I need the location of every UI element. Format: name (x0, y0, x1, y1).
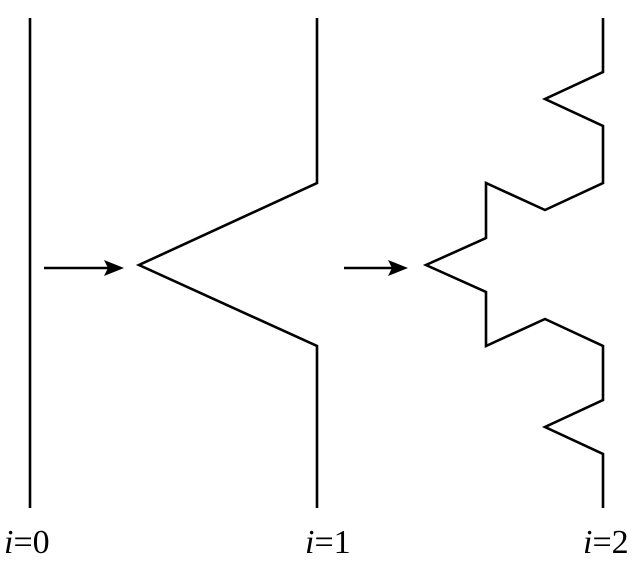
stage-2-label-eq: =2 (592, 524, 628, 561)
arrow-2 (344, 260, 408, 276)
stage-2-label: i=2 (583, 524, 629, 561)
stage-2-curve (422, 18, 605, 508)
stage-0: i=0 (4, 18, 50, 561)
stage-0-label-var: i (4, 524, 13, 561)
arrow-1 (44, 260, 124, 276)
stage-0-label-eq: =0 (13, 524, 49, 561)
stage-2: i=2 (422, 18, 629, 561)
stage-1: i=1 (135, 18, 351, 561)
stage-0-label: i=0 (4, 524, 50, 561)
stage-1-label-eq: =1 (314, 524, 350, 561)
stage-1-label-var: i (305, 524, 314, 561)
stage-1-curve (135, 18, 319, 508)
stage-2-label-var: i (583, 524, 592, 561)
arrow-1-head (104, 260, 124, 276)
stage-1-label: i=1 (305, 524, 351, 561)
arrow-2-head (388, 260, 408, 276)
